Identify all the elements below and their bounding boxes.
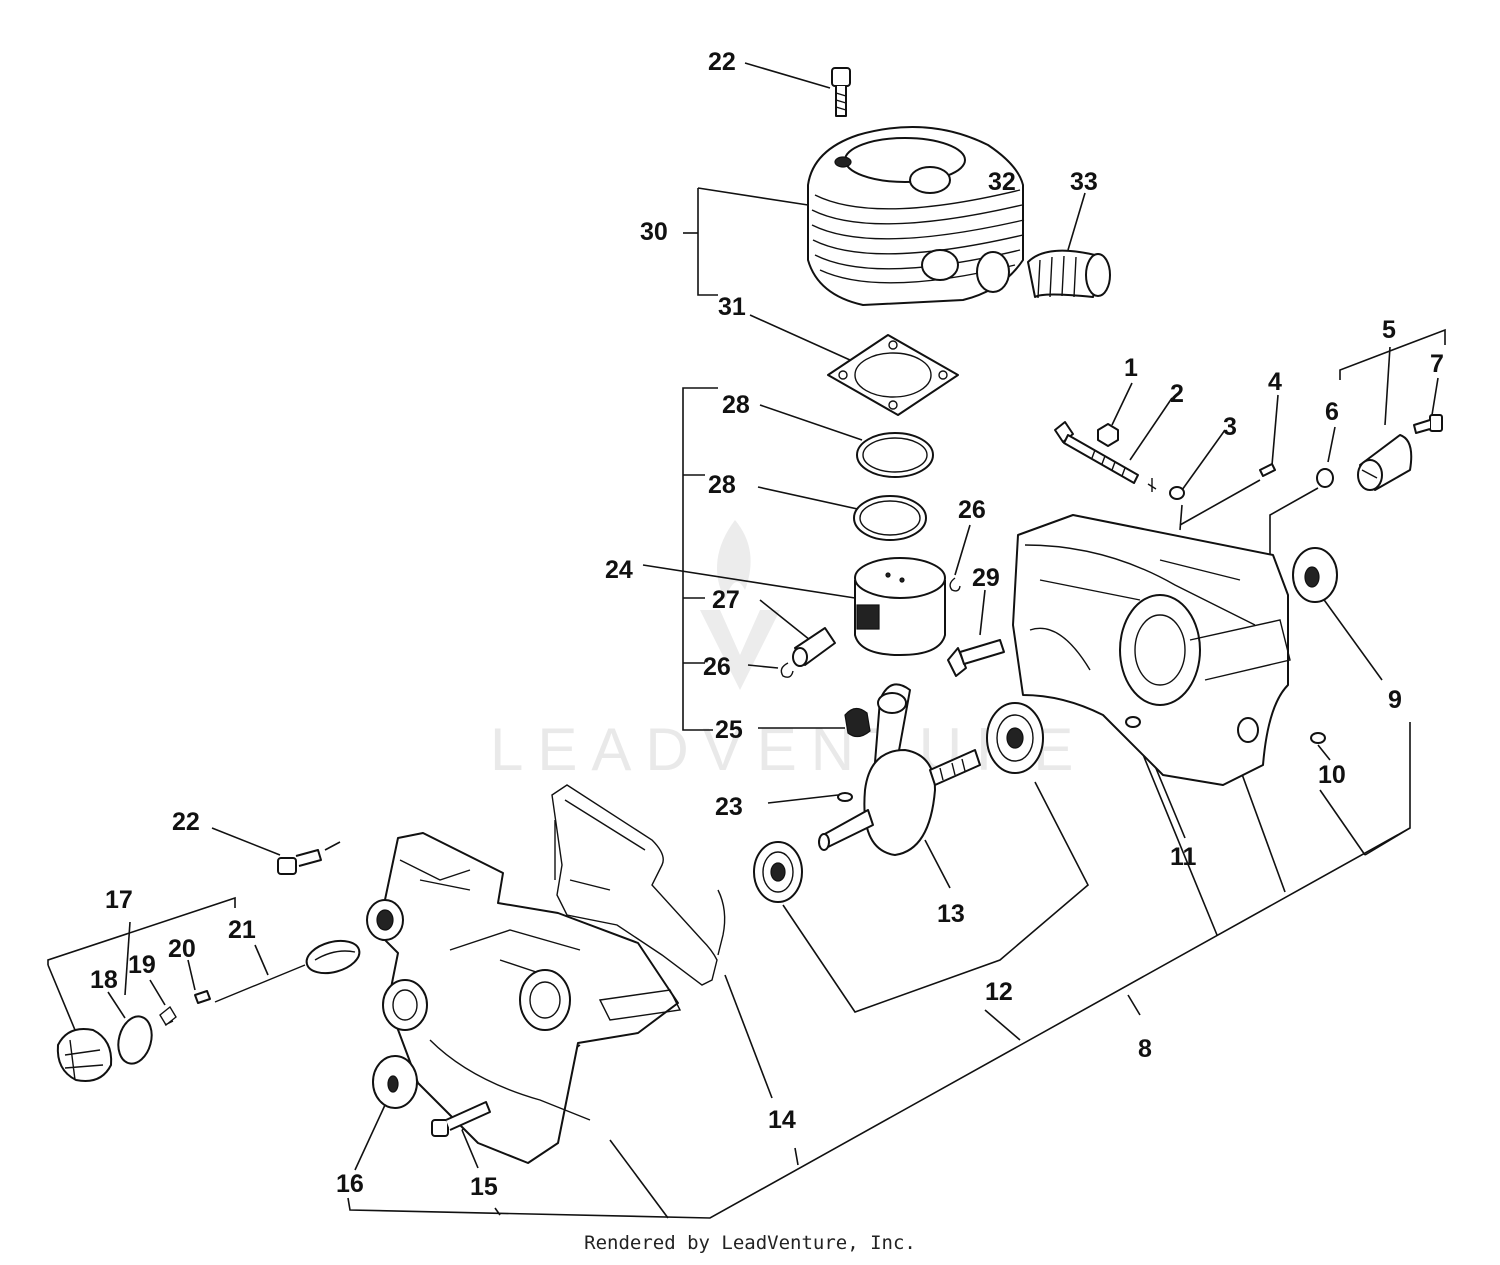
callout-22: 22 <box>172 808 200 836</box>
gasket-31 <box>827 334 959 416</box>
callout-31: 31 <box>718 293 746 321</box>
callout-28: 28 <box>708 471 736 499</box>
bearing-12-left <box>753 841 803 903</box>
callout-16: 16 <box>336 1170 364 1198</box>
credit-text: Rendered by LeadVenture, Inc. <box>584 1232 916 1254</box>
callout-5: 5 <box>1382 316 1396 344</box>
callout-15: 15 <box>470 1173 498 1201</box>
ring-32 <box>976 251 1010 293</box>
part-21 <box>214 939 361 1003</box>
callout-26: 26 <box>958 496 986 524</box>
part-5 <box>1357 434 1413 491</box>
crankcase-right <box>1012 514 1291 786</box>
callout-30: 30 <box>640 218 668 246</box>
cylinder-30 <box>807 126 1025 306</box>
callout-19: 19 <box>128 951 156 979</box>
callout-24: 24 <box>605 556 633 584</box>
callout-25: 25 <box>715 716 743 744</box>
needle-bearing-25 <box>844 707 871 738</box>
pin-4 <box>1259 463 1276 477</box>
part-33 <box>1027 249 1111 299</box>
seal-9 <box>1292 547 1338 603</box>
callout-3: 3 <box>1223 413 1237 441</box>
piston-rings-28 <box>853 432 934 541</box>
pin-10 <box>1310 732 1326 744</box>
callout-labels: 22 30 31 32 33 28 28 24 27 26 25 26 29 1… <box>90 48 1444 1201</box>
wrist-pin-27 <box>792 627 836 667</box>
bolt-2 <box>1054 421 1157 492</box>
callout-14: 14 <box>768 1106 796 1134</box>
crankcase-left <box>366 832 682 1164</box>
key-23 <box>837 792 853 802</box>
callout-18: 18 <box>90 966 118 994</box>
gasket-14 <box>551 784 726 986</box>
callout-1: 1 <box>1124 354 1138 382</box>
callout-12: 12 <box>985 978 1013 1006</box>
screw-7 <box>1413 414 1443 434</box>
callout-21: 21 <box>228 916 256 944</box>
callout-7: 7 <box>1430 350 1444 378</box>
callout-4: 4 <box>1268 368 1282 396</box>
callout-23: 23 <box>715 793 743 821</box>
callout-8: 8 <box>1138 1035 1152 1063</box>
piston-24 <box>854 557 946 656</box>
pin-11 <box>1125 716 1141 728</box>
nut-1 <box>1097 423 1119 447</box>
callout-32: 32 <box>988 168 1016 196</box>
callout-22: 22 <box>708 48 736 76</box>
watermark-text: LEADVENTURE <box>490 716 1087 783</box>
callout-11: 11 <box>1170 843 1197 871</box>
callout-2: 2 <box>1170 380 1184 408</box>
crankshaft-13 <box>818 683 981 856</box>
bolt-15 <box>431 1101 491 1137</box>
washer-3 <box>1169 486 1185 500</box>
screw-22-left <box>277 849 322 875</box>
callout-27: 27 <box>712 586 740 614</box>
callout-6: 6 <box>1325 398 1339 426</box>
callout-10: 10 <box>1318 761 1346 789</box>
washer-6 <box>1316 468 1334 488</box>
callout-20: 20 <box>168 935 196 963</box>
watermark: LEADVENTURE <box>490 520 1087 783</box>
part-19 <box>159 1005 177 1027</box>
o-ring-18 <box>117 1015 153 1065</box>
bearing-12-right <box>986 702 1044 774</box>
callout-17: 17 <box>105 886 133 914</box>
clip-26 <box>780 577 961 678</box>
callout-9: 9 <box>1388 686 1402 714</box>
callout-29: 29 <box>972 564 1000 592</box>
seal-16 <box>372 1055 418 1109</box>
callout-33: 33 <box>1070 168 1098 196</box>
screw-20 <box>194 990 211 1004</box>
callout-26: 26 <box>703 653 731 681</box>
callout-13: 13 <box>937 900 965 928</box>
callout-28: 28 <box>722 391 750 419</box>
screw-22-top <box>831 67 851 117</box>
part-17 <box>56 1028 113 1082</box>
bolt-29 <box>947 639 1005 677</box>
